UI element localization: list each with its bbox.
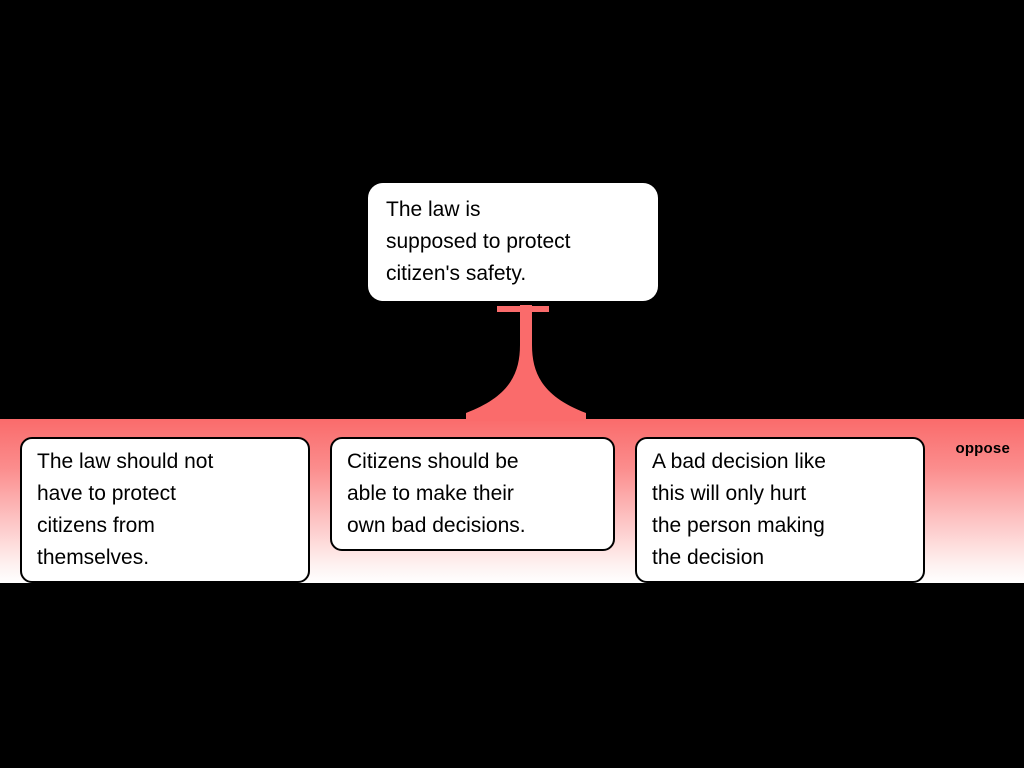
root-claim-text: The law is supposed to protect citizen's… bbox=[386, 198, 571, 285]
oppose-node-3-text: A bad decision like this will only hurt … bbox=[652, 450, 826, 569]
oppose-node-2[interactable]: Citizens should be able to make their ow… bbox=[330, 437, 615, 551]
oppose-node-1[interactable]: The law should not have to protect citiz… bbox=[20, 437, 310, 583]
oppose-band-label: oppose bbox=[955, 440, 1010, 457]
oppose-node-3[interactable]: A bad decision like this will only hurt … bbox=[635, 437, 925, 583]
root-claim-node[interactable]: The law is supposed to protect citizen's… bbox=[368, 183, 658, 301]
connector-stem bbox=[466, 305, 586, 421]
oppose-node-2-text: Citizens should be able to make their ow… bbox=[347, 450, 526, 537]
oppose-node-1-text: The law should not have to protect citiz… bbox=[37, 450, 214, 569]
